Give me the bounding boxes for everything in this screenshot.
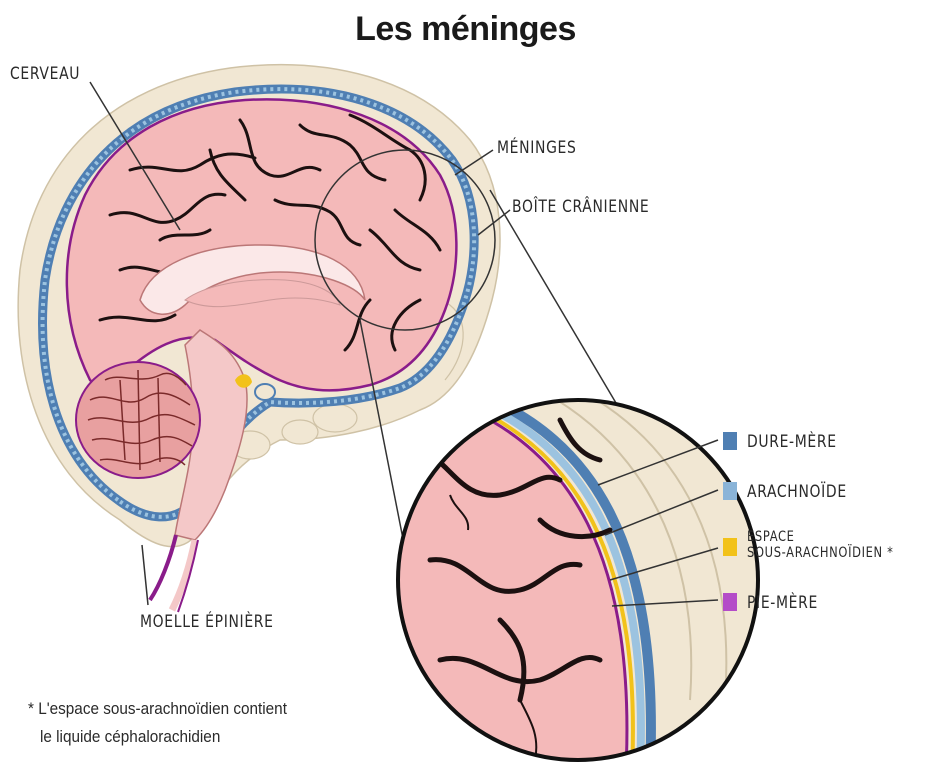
- legend-swatch-espace-sous-arachnoidien: [723, 538, 737, 556]
- label-meninges: MÉNINGES: [497, 138, 577, 158]
- legend-label-espace-line1: ESPACE: [747, 530, 795, 545]
- legend-swatch-pie-mere: [723, 593, 737, 611]
- label-boite-cranienne: BOÎTE CRÂNIENNE: [512, 197, 649, 217]
- footnote-line2: le liquide céphalorachidien: [40, 723, 220, 751]
- legend-swatch-dure-mere: [723, 432, 737, 450]
- legend-label-pie-mere: PIE-MÈRE: [747, 593, 818, 613]
- legend-label-arachnoide: ARACHNOÏDE: [747, 482, 847, 502]
- label-moelle-epiniere: MOELLE ÉPINIÈRE: [140, 612, 274, 632]
- zoom-detail: [390, 380, 770, 770]
- footnote-line1: * L'espace sous-arachnoïdien contient: [28, 695, 287, 723]
- legend-swatch-arachnoide: [723, 482, 737, 500]
- label-cerveau: CERVEAU: [10, 64, 80, 84]
- legend-label-dure-mere: DURE-MÈRE: [747, 432, 837, 452]
- cerebellum: [76, 362, 200, 478]
- legend-label-espace-line2: SOUS-ARACHNOÏDIEN *: [747, 546, 893, 561]
